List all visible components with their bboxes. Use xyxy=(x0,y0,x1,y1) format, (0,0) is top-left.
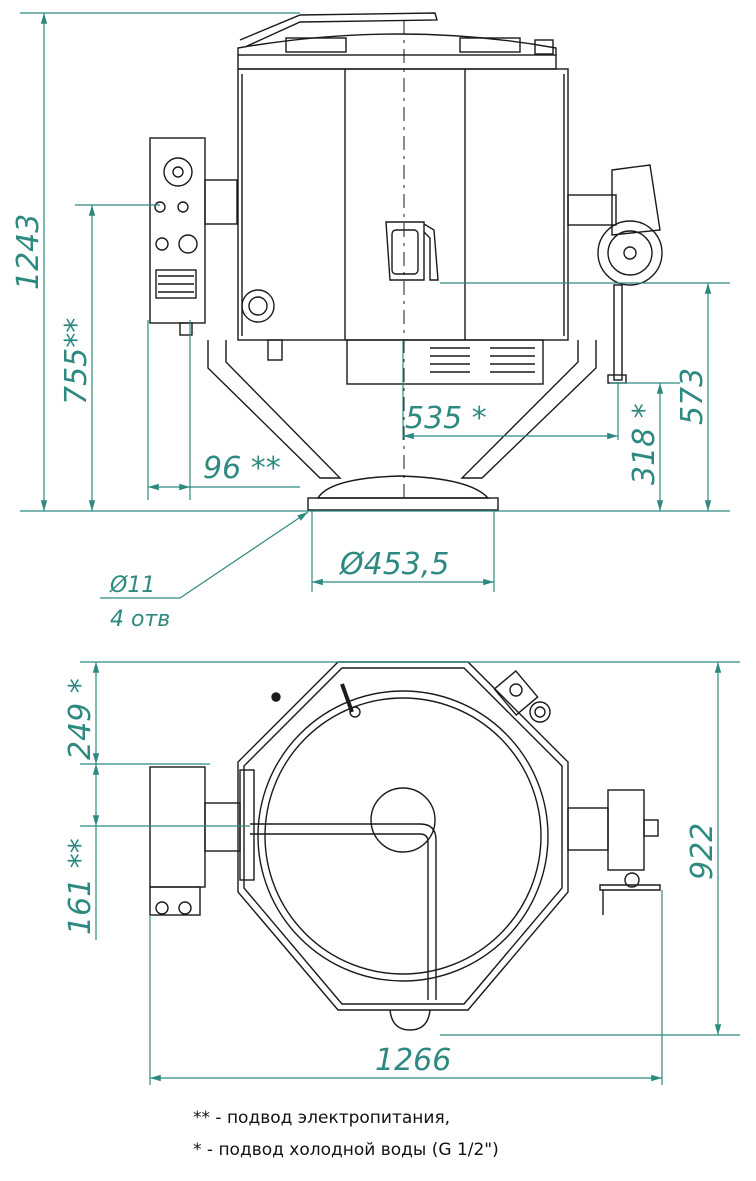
legend-electric: ** - подвод электропитания, xyxy=(193,1108,451,1128)
top-view xyxy=(149,661,661,1031)
front-dimensions xyxy=(20,12,730,599)
support-legs xyxy=(207,340,597,511)
lid xyxy=(237,12,557,70)
dim-water-height: 573 xyxy=(675,368,710,425)
top-pump xyxy=(567,789,661,915)
dim-water-offset-height: 318 * xyxy=(627,403,662,485)
vent-grille xyxy=(267,339,544,385)
top-electrical-box xyxy=(149,766,255,916)
dim-top-width: 1266 xyxy=(375,1043,451,1078)
gauge-icon xyxy=(241,289,275,323)
legend-water: * - подвод холодной воды (G 1/2") xyxy=(193,1140,499,1160)
electrical-box xyxy=(149,137,238,336)
dim-top-water-offset: 249 * xyxy=(63,678,98,760)
front-view xyxy=(149,12,663,511)
dim-electric-height: 755** xyxy=(59,318,94,405)
handle-valve xyxy=(385,221,439,281)
dim-total-height: 1243 xyxy=(11,214,46,290)
dim-base-diameter: Ø453,5 xyxy=(338,547,450,582)
dim-top-electric-offset: 161 ** xyxy=(63,838,98,935)
handwheel xyxy=(567,164,663,384)
top-dimensions xyxy=(80,661,740,1085)
octagon-body xyxy=(237,661,569,1011)
center-hub xyxy=(370,787,436,853)
water-pipe xyxy=(250,823,437,1000)
dim-water-offset-horizontal: 535 * xyxy=(405,401,487,436)
dim-electric-offset: 96 ** xyxy=(203,451,281,486)
top-wheel-assembly xyxy=(493,669,551,723)
dim-hole-diameter: Ø11 xyxy=(109,573,155,598)
kettle-rim xyxy=(257,690,549,982)
dim-top-depth: 922 xyxy=(685,823,720,880)
dim-hole-count: 4 отв xyxy=(110,607,170,632)
